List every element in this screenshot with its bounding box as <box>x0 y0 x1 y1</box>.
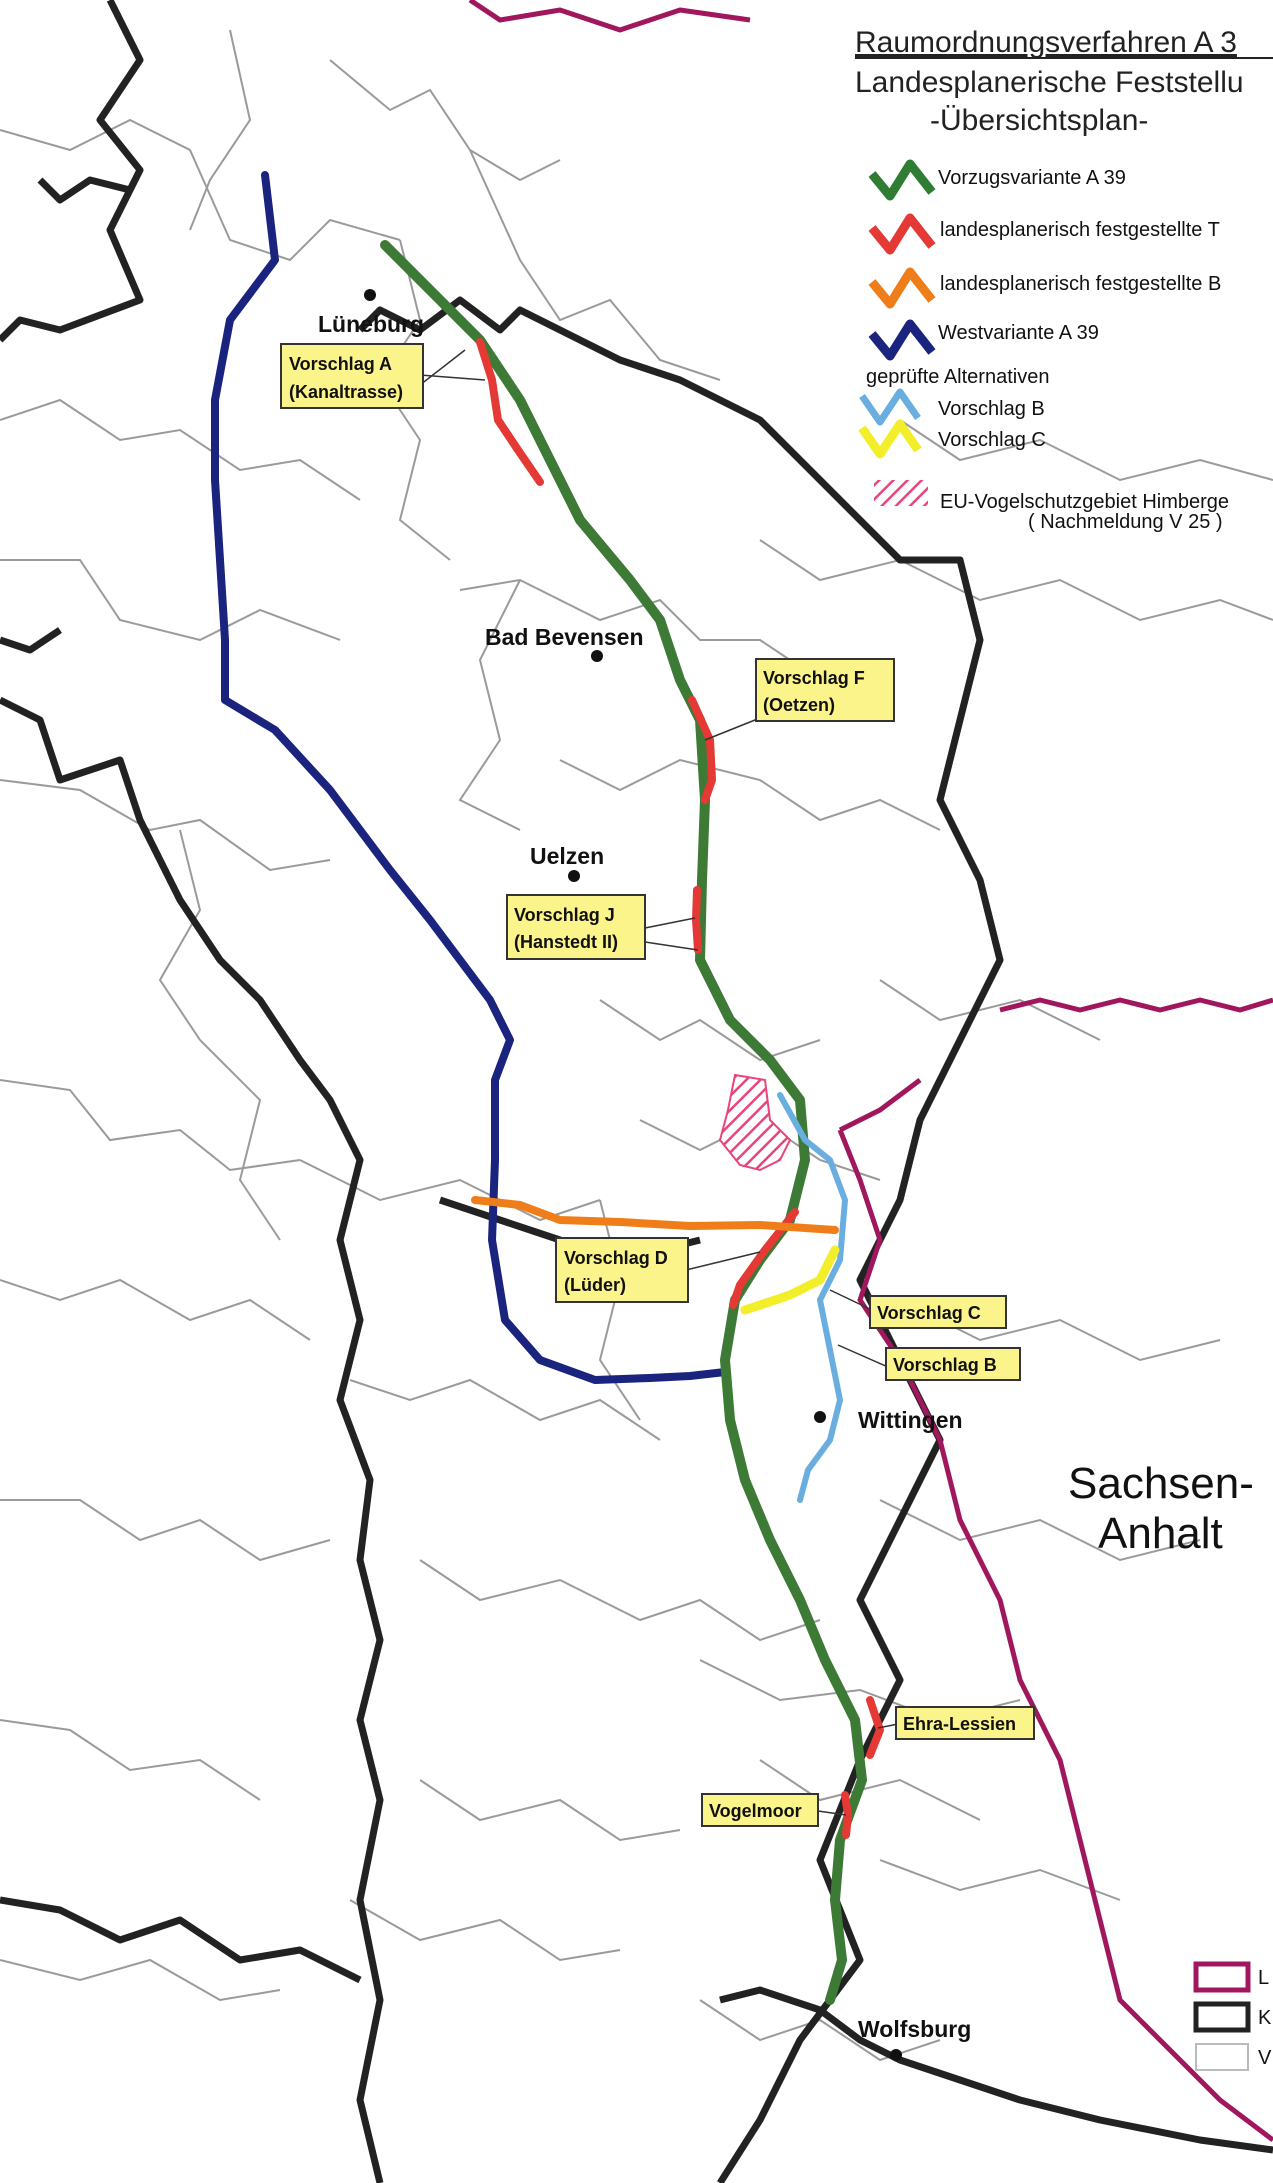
city-label-bad-bevensen: Bad Bevensen <box>485 624 644 650</box>
boundary-legend: L K V <box>1193 1961 1272 2071</box>
svg-text:(Kanaltrasse): (Kanaltrasse) <box>289 382 403 402</box>
city-label-lueneburg: Lüneburg <box>318 311 424 337</box>
legend-swatch-protection <box>874 480 928 506</box>
route-ehra-lessien <box>866 1696 884 1759</box>
route-vorschlag-a <box>476 338 544 486</box>
legend-swatch-westvariante <box>868 319 936 361</box>
route-vogelmoor <box>841 1791 852 1839</box>
city-dot-bad-bevensen <box>591 650 603 662</box>
svg-text:Ehra-Lessien: Ehra-Lessien <box>903 1714 1016 1734</box>
region-label-line2: Anhalt <box>1098 1509 1223 1558</box>
route-orange <box>471 1196 839 1234</box>
legend-swatch-vorzug <box>868 159 936 201</box>
city-label-uelzen: Uelzen <box>530 843 604 869</box>
callout-ehra-lessien: Ehra-Lessien <box>895 1706 1035 1740</box>
city-dot-lueneburg <box>364 289 376 301</box>
svg-text:Vogelmoor: Vogelmoor <box>709 1801 802 1821</box>
map-title: Raumordnungsverfahren A 3 Landesplaneris… <box>855 26 1273 137</box>
svg-text:Raumordnungsverfahren A 3: Raumordnungsverfahren A 3 <box>855 26 1237 59</box>
state-borders <box>468 0 1273 2142</box>
svg-text:Vorschlag A: Vorschlag A <box>289 354 392 374</box>
svg-text:EU-Vogelschutzgebiet Himberge: EU-Vogelschutzgebiet Himberge <box>940 491 1229 513</box>
callout-vorschlag-f: Vorschlag F (Oetzen) <box>755 658 895 722</box>
legend-swatch-vorschlag-c <box>858 419 922 459</box>
svg-text:Vorschlag J: Vorschlag J <box>514 905 615 925</box>
svg-text:landesplanerisch festgestellte: landesplanerisch festgestellte B <box>940 273 1221 295</box>
svg-text:Westvariante A 39: Westvariante A 39 <box>938 322 1099 344</box>
city-label-wolfsburg: Wolfsburg <box>858 2016 971 2042</box>
svg-text:Vorschlag B: Vorschlag B <box>893 1355 997 1375</box>
svg-text:V: V <box>1258 2047 1272 2069</box>
svg-text:(Hanstedt II): (Hanstedt II) <box>514 932 618 952</box>
svg-text:Vorschlag D: Vorschlag D <box>564 1248 668 1268</box>
cities: Lüneburg Bad Bevensen Uelzen Wittingen W… <box>318 289 971 2061</box>
region-label-line1: Sachsen- <box>1068 1459 1254 1508</box>
routes <box>211 171 884 2005</box>
callout-vorschlag-b: Vorschlag B <box>885 1347 1021 1381</box>
callout-vorschlag-j: Vorschlag J (Hanstedt II) <box>506 894 646 960</box>
legend-swatch-festgestellt-b <box>868 267 936 309</box>
city-dot-uelzen <box>568 870 580 882</box>
svg-text:L: L <box>1258 1967 1269 1989</box>
route-vorschlag-f <box>688 696 716 804</box>
callout-vorschlag-c: Vorschlag C <box>869 1295 1007 1329</box>
route-vorschlag-c <box>740 1245 840 1315</box>
route-vorschlag-d <box>729 1208 799 1309</box>
map-legend: Vorzugsvariante A 39 landesplanerisch fe… <box>858 159 1229 533</box>
callout-vorschlag-d: Vorschlag D (Lüder) <box>555 1237 689 1303</box>
svg-text:K: K <box>1258 2007 1272 2029</box>
legend-swatch-festgestellt-t <box>868 213 936 255</box>
bird-protection-area <box>718 1073 792 1172</box>
svg-text:( Nachmeldung V 25 ): ( Nachmeldung V 25 ) <box>1028 511 1223 533</box>
city-dot-wittingen <box>814 1411 826 1423</box>
svg-text:(Lüder): (Lüder) <box>564 1275 626 1295</box>
svg-text:Vorschlag F: Vorschlag F <box>763 668 865 688</box>
svg-text:Vorschlag C: Vorschlag C <box>938 429 1046 451</box>
route-vorschlag-j <box>692 886 702 954</box>
callout-vorschlag-a: Vorschlag A (Kanaltrasse) <box>280 343 424 409</box>
svg-text:Vorzugsvariante A 39: Vorzugsvariante A 39 <box>938 167 1126 189</box>
city-label-wittingen: Wittingen <box>858 1407 963 1433</box>
callout-leaders <box>419 349 899 1816</box>
route-vorzugsvariante <box>380 240 867 2005</box>
svg-text:landesplanerisch festgestellte: landesplanerisch festgestellte T <box>940 219 1220 241</box>
svg-text:(Oetzen): (Oetzen) <box>763 695 835 715</box>
callout-vogelmoor: Vogelmoor <box>701 1793 819 1827</box>
svg-text:-Übersichtsplan-: -Übersichtsplan- <box>930 104 1148 137</box>
route-vorschlag-b <box>777 1092 848 1503</box>
svg-text:Landesplanerische Feststellu: Landesplanerische Feststellu <box>855 66 1244 99</box>
svg-text:Vorschlag B: Vorschlag B <box>938 398 1045 420</box>
svg-text:Vorschlag C: Vorschlag C <box>877 1303 981 1323</box>
legend-swatch-vorschlag-b <box>859 388 921 426</box>
svg-text:geprüfte Alternativen: geprüfte Alternativen <box>866 366 1049 388</box>
route-westvariante <box>211 171 729 1384</box>
city-dot-wolfsburg <box>890 2049 902 2061</box>
